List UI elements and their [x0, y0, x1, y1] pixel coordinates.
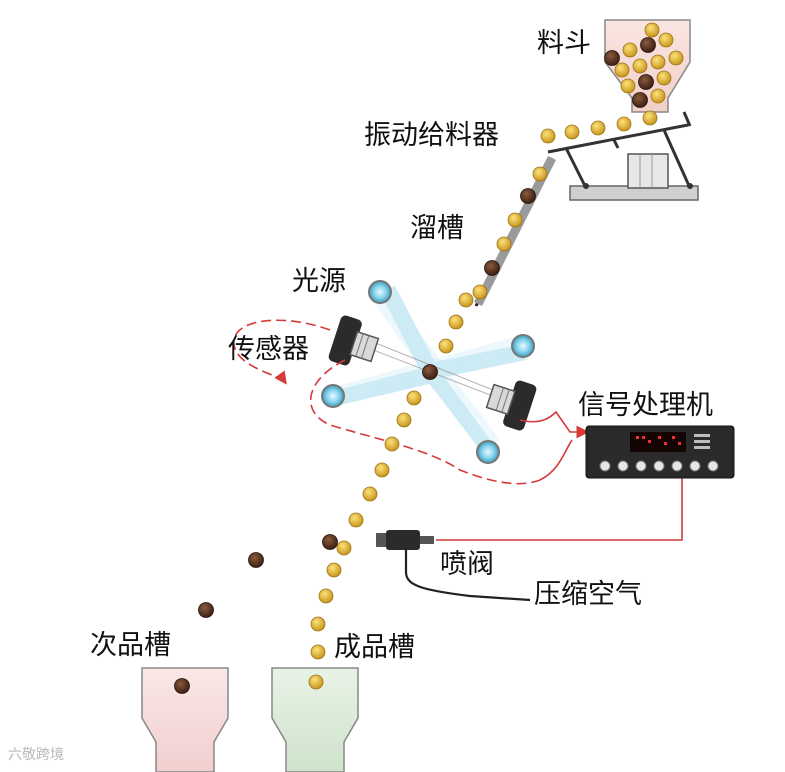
good-particle — [348, 512, 364, 528]
ejector-valve — [376, 530, 531, 602]
defective-particle — [174, 678, 190, 694]
particles — [174, 22, 684, 694]
good-particle — [614, 62, 630, 78]
good-particle — [384, 436, 400, 452]
label-reject-bin: 次品槽 — [90, 630, 171, 661]
good-particle — [310, 616, 326, 632]
good-particle — [406, 390, 422, 406]
good-particle — [362, 486, 378, 502]
good-particle — [668, 50, 684, 66]
good-particle — [620, 78, 636, 94]
good-particle — [374, 462, 390, 478]
label-sensor: 传感器 — [228, 334, 309, 365]
good-particle — [644, 22, 660, 38]
good-particle — [540, 128, 556, 144]
good-particle — [507, 212, 523, 228]
defective-particle — [520, 188, 536, 204]
label-vibratory-feeder: 振动给料器 — [364, 120, 499, 151]
feeder-base — [569, 153, 699, 201]
good-particle — [336, 540, 352, 556]
label-light-source: 光源 — [292, 266, 346, 297]
defective-particle — [422, 364, 438, 380]
defective-particle — [632, 92, 648, 108]
defective-particle — [198, 602, 214, 618]
good-particle — [616, 116, 632, 132]
defective-particle — [248, 552, 264, 568]
good-particle — [650, 54, 666, 70]
good-particle — [656, 70, 672, 86]
label-signal-processor: 信号处理机 — [578, 390, 713, 421]
good-particle — [622, 42, 638, 58]
good-particle — [448, 314, 464, 330]
good-particle — [326, 562, 342, 578]
label-compressed-air: 压缩空气 — [534, 579, 642, 610]
label-ejector: 喷阀 — [440, 549, 494, 580]
light-source-icon — [321, 280, 535, 464]
good-particle — [308, 674, 324, 690]
label-chute: 溜槽 — [410, 213, 464, 244]
good-particle — [472, 284, 488, 300]
good-particle — [318, 588, 334, 604]
good-particle — [632, 58, 648, 74]
good-particle — [396, 412, 412, 428]
defective-particle — [640, 37, 656, 53]
good-particle — [658, 32, 674, 48]
good-particle — [650, 88, 666, 104]
defective-particle — [322, 534, 338, 550]
defective-particle — [604, 50, 620, 66]
good-particle — [564, 124, 580, 140]
sensor-icon — [328, 315, 537, 431]
label-accept-bin: 成品槽 — [334, 632, 415, 663]
good-particle — [642, 110, 658, 126]
good-particle — [438, 338, 454, 354]
good-particle — [458, 292, 474, 308]
defective-particle — [638, 74, 654, 90]
good-particle — [310, 644, 326, 660]
good-particle — [590, 120, 606, 136]
good-particle — [532, 166, 548, 182]
reject-bin — [141, 667, 229, 772]
watermark: 六敬跨境 — [8, 747, 64, 763]
defective-particle — [484, 260, 500, 276]
label-hopper: 料斗 — [537, 28, 591, 59]
vibratory-feeder — [547, 111, 692, 189]
accept-bin — [271, 667, 359, 772]
good-particle — [496, 236, 512, 252]
signal-processor — [585, 425, 735, 479]
